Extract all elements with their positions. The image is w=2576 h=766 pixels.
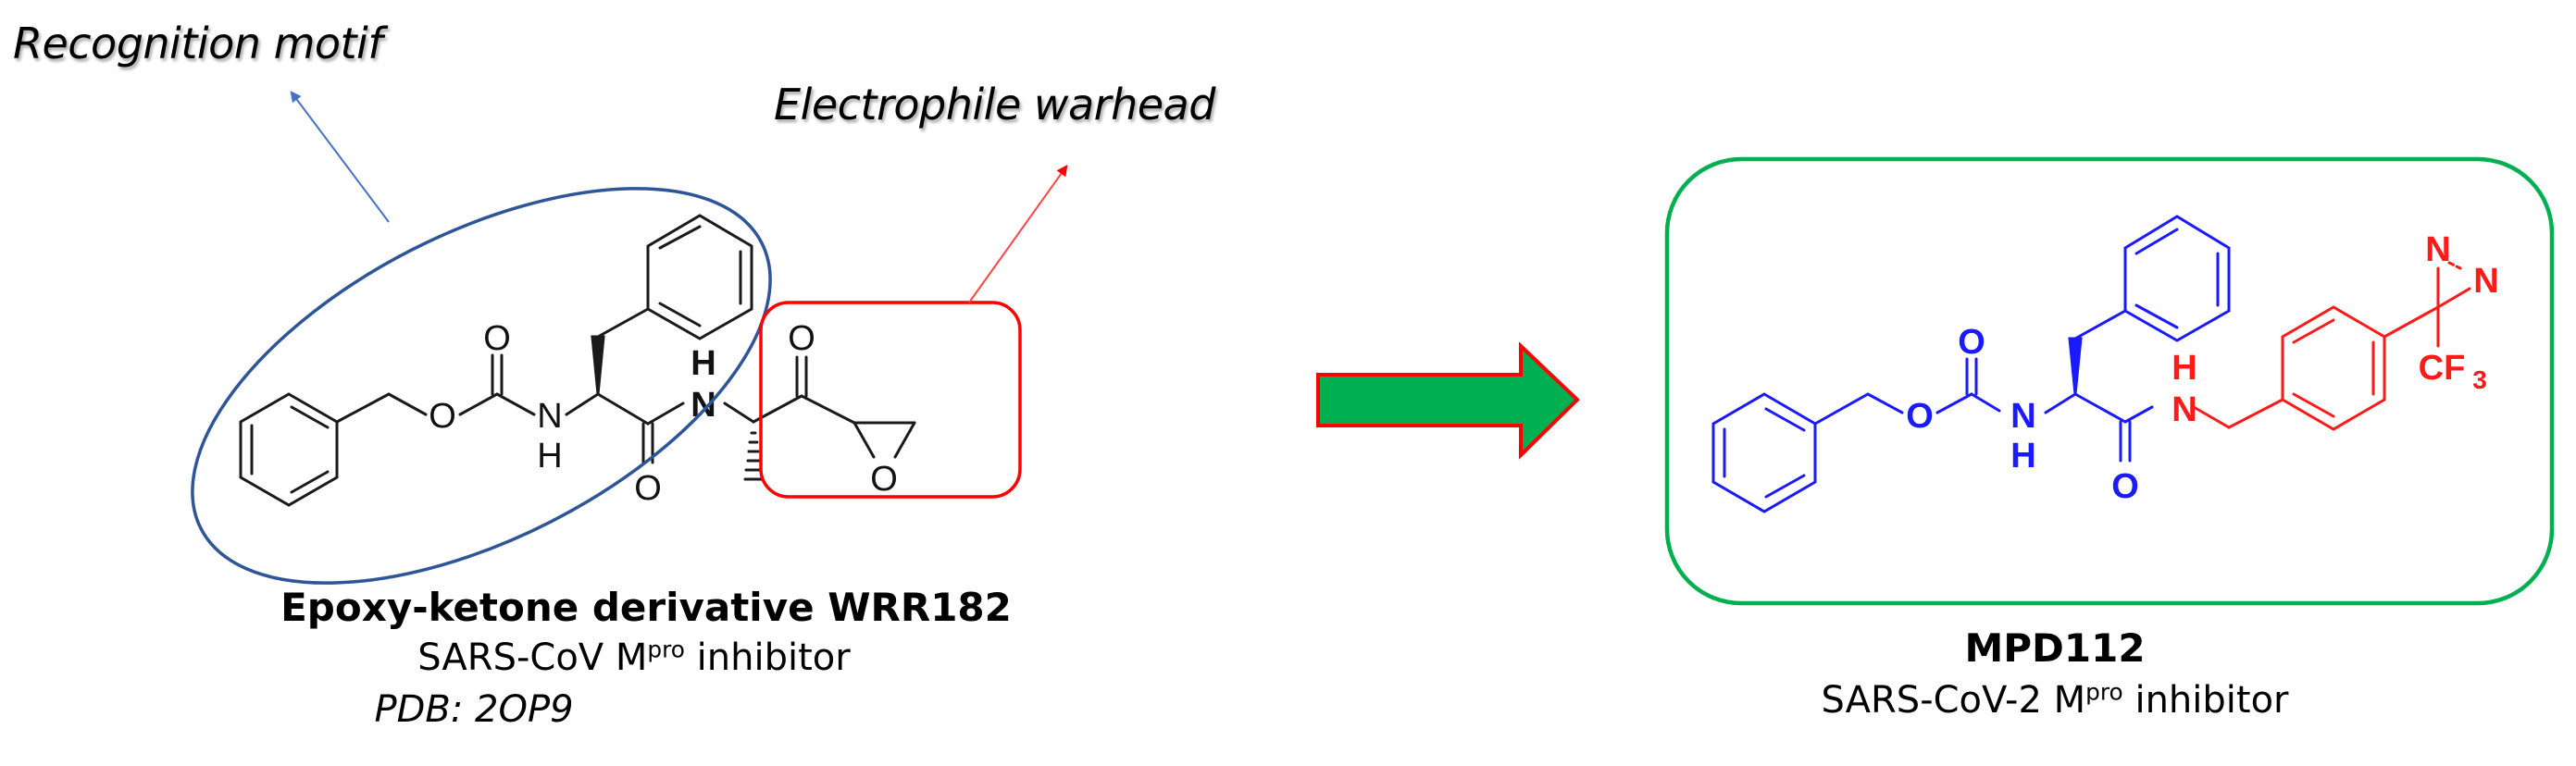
svg-text:O: O xyxy=(429,397,456,436)
mpd112-motif-labels: O O N H O xyxy=(1906,323,2139,506)
svg-text:O: O xyxy=(870,460,898,499)
wrr182-activity-prefix: SARS-CoV M xyxy=(417,636,648,679)
wrr182-structure xyxy=(239,214,916,507)
diazirine-ring-icon xyxy=(2436,261,2471,348)
electrophile-warhead-label: Electrophile warhead xyxy=(774,80,1215,130)
svg-text:CF: CF xyxy=(2419,349,2466,388)
mpd112-activity: SARS-CoV-2 Mpro inhibitor xyxy=(1822,679,2289,722)
wrr182-name: Epoxy-ketone derivative WRR182 xyxy=(280,585,1012,630)
wrr182-activity-sup: pro xyxy=(647,636,685,663)
svg-text:O: O xyxy=(2111,467,2139,506)
svg-text:N: N xyxy=(2473,262,2498,301)
mpd112-activity-prefix: SARS-CoV-2 M xyxy=(1821,679,2086,722)
wrr182-activity: SARS-CoV Mpro inhibitor xyxy=(417,636,850,679)
mpd112-activity-sup: pro xyxy=(2085,678,2123,706)
mpd112-name: MPD112 xyxy=(1964,625,2146,671)
mpd112-activity-suffix: inhibitor xyxy=(2122,679,2289,722)
svg-text:H: H xyxy=(537,437,562,476)
benzene-ring-icon xyxy=(2123,215,2231,342)
svg-text:O: O xyxy=(483,319,511,358)
svg-text:O: O xyxy=(788,319,815,358)
recognition-motif-label: Recognition motif xyxy=(13,19,383,68)
svg-text:O: O xyxy=(1958,323,1985,362)
svg-text:H: H xyxy=(2010,437,2035,476)
svg-text:N: N xyxy=(537,397,562,436)
recognition-motif-ellipse xyxy=(191,187,772,585)
warhead-arrow-icon xyxy=(968,165,1068,303)
benzene-ring-icon xyxy=(2281,305,2386,431)
mpd112-box xyxy=(1664,156,2555,606)
recognition-arrow-icon xyxy=(290,91,390,223)
svg-text:3: 3 xyxy=(2472,365,2487,394)
svg-text:O: O xyxy=(634,469,662,508)
mpd112-photoaffinity xyxy=(2192,261,2471,431)
svg-text:N: N xyxy=(2425,230,2450,269)
transform-arrow-icon xyxy=(1316,341,1580,460)
svg-text:H: H xyxy=(2172,349,2196,388)
svg-text:H: H xyxy=(691,344,716,383)
benzene-ring-icon xyxy=(1711,392,1817,513)
mpd112-photo-labels: N H N N CF 3 xyxy=(2172,230,2498,429)
svg-text:N: N xyxy=(2172,390,2196,429)
benzene-ring-icon xyxy=(239,392,339,507)
benzene-ring-icon xyxy=(646,214,753,340)
wrr182-pdb: PDB: 2OP9 xyxy=(374,688,574,731)
mpd112-motif xyxy=(1711,215,2231,513)
wrr182-activity-suffix: inhibitor xyxy=(684,636,851,679)
svg-text:O: O xyxy=(1906,397,1934,436)
svg-text:N: N xyxy=(2010,397,2035,436)
warhead-box xyxy=(759,301,1022,499)
